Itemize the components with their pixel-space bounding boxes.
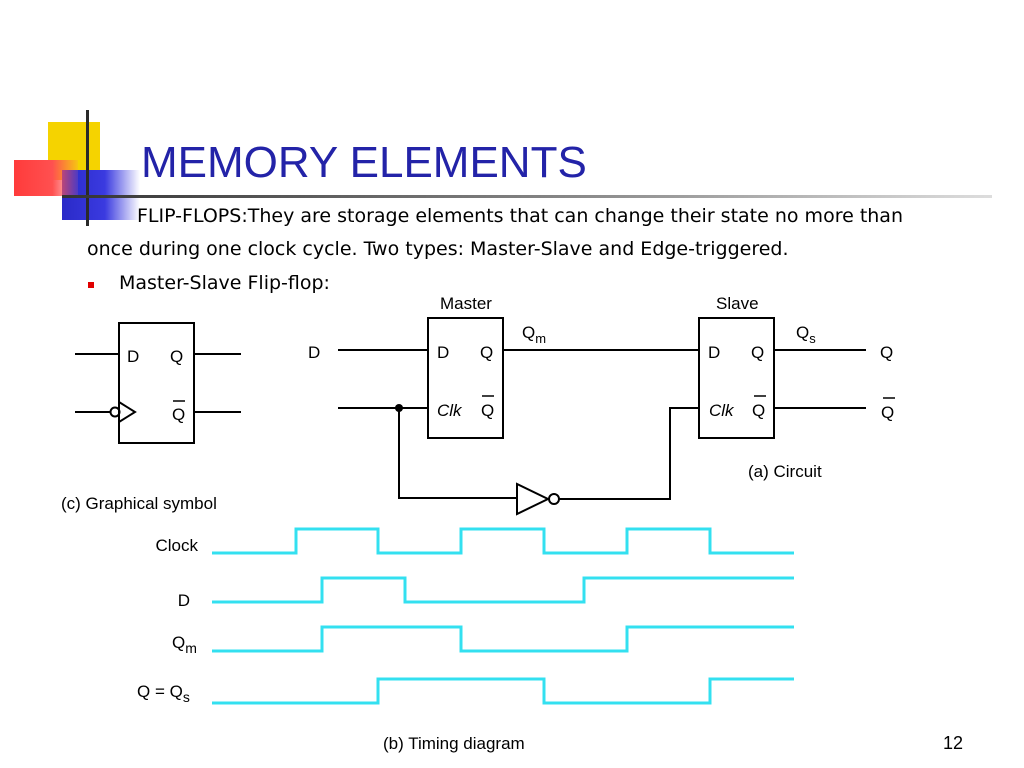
decor-red-bar <box>14 160 78 196</box>
d-signal-label: D <box>178 591 190 610</box>
output-qbar-label: Q <box>881 403 894 422</box>
qs-subscript: s <box>809 331 816 346</box>
output-q-label: Q <box>880 343 893 362</box>
slave-qbar-label: Q <box>752 401 765 420</box>
inverter-triangle <box>516 482 551 516</box>
qm-waveform <box>212 625 794 653</box>
decor-title-underline <box>62 195 992 198</box>
qm-signal-subscript: m <box>185 640 197 656</box>
qm-signal-label: Qm <box>172 633 197 656</box>
master-box <box>427 317 504 439</box>
symbol-qbar-label: Q <box>172 405 185 424</box>
graphical-symbol: D Q Q (c) Graphical symbol <box>61 322 241 513</box>
qs-signal-subscript: s <box>183 689 190 705</box>
slave-clk-label: Clk <box>709 401 735 420</box>
symbol-q-label: Q <box>170 347 183 366</box>
symbol-box <box>118 322 195 444</box>
timing-diagram: Clock D Qm Q = Qs (b) Timing diagram <box>137 527 794 753</box>
symbol-clk-triangle <box>118 401 137 423</box>
timing-caption: (b) Timing diagram <box>383 734 525 753</box>
clock-signal-label: Clock <box>155 536 198 555</box>
clock-waveform <box>212 527 794 555</box>
slave-q-label: Q <box>751 343 764 362</box>
circuit-caption: (a) Circuit <box>748 462 822 481</box>
master-label: Master <box>440 294 492 313</box>
qs-label: Qs <box>796 323 816 346</box>
qs-waveform <box>212 677 794 705</box>
body-line-2: once during one clock cycle. Two types: … <box>87 238 789 260</box>
input-d-label: D <box>308 343 320 362</box>
inverted-clock-wire <box>559 407 699 500</box>
page-number: 12 <box>943 733 964 753</box>
master-q-label: Q <box>480 343 493 362</box>
slave-box <box>698 317 775 439</box>
inverter-bubble <box>548 493 560 505</box>
symbol-clk-bubble <box>109 406 121 418</box>
body-line-1: FLIP-FLOPS:They are storage elements tha… <box>137 205 903 227</box>
slave-label: Slave <box>716 294 759 313</box>
symbol-caption: (c) Graphical symbol <box>61 494 217 513</box>
master-slave-circuit: Master Slave D D Q Clk Q D Q Clk Q Qm Qs… <box>308 294 895 516</box>
qm-label: Qm <box>522 323 546 346</box>
master-qbar-label: Q <box>481 401 494 420</box>
bullet-text: Master-Slave Flip-flop: <box>119 272 330 294</box>
qm-subscript: m <box>535 331 546 346</box>
slide-title: MEMORY ELEMENTS <box>141 138 587 187</box>
master-d-label: D <box>437 343 449 362</box>
slave-d-label: D <box>708 343 720 362</box>
symbol-d-label: D <box>127 347 139 366</box>
d-waveform <box>212 576 794 604</box>
clock-to-inverter-wire <box>398 408 517 499</box>
qs-signal-label: Q = Qs <box>137 682 190 705</box>
master-clk-label: Clk <box>437 401 463 420</box>
decor-vertical-line <box>86 110 89 226</box>
bullet-icon <box>88 282 94 288</box>
